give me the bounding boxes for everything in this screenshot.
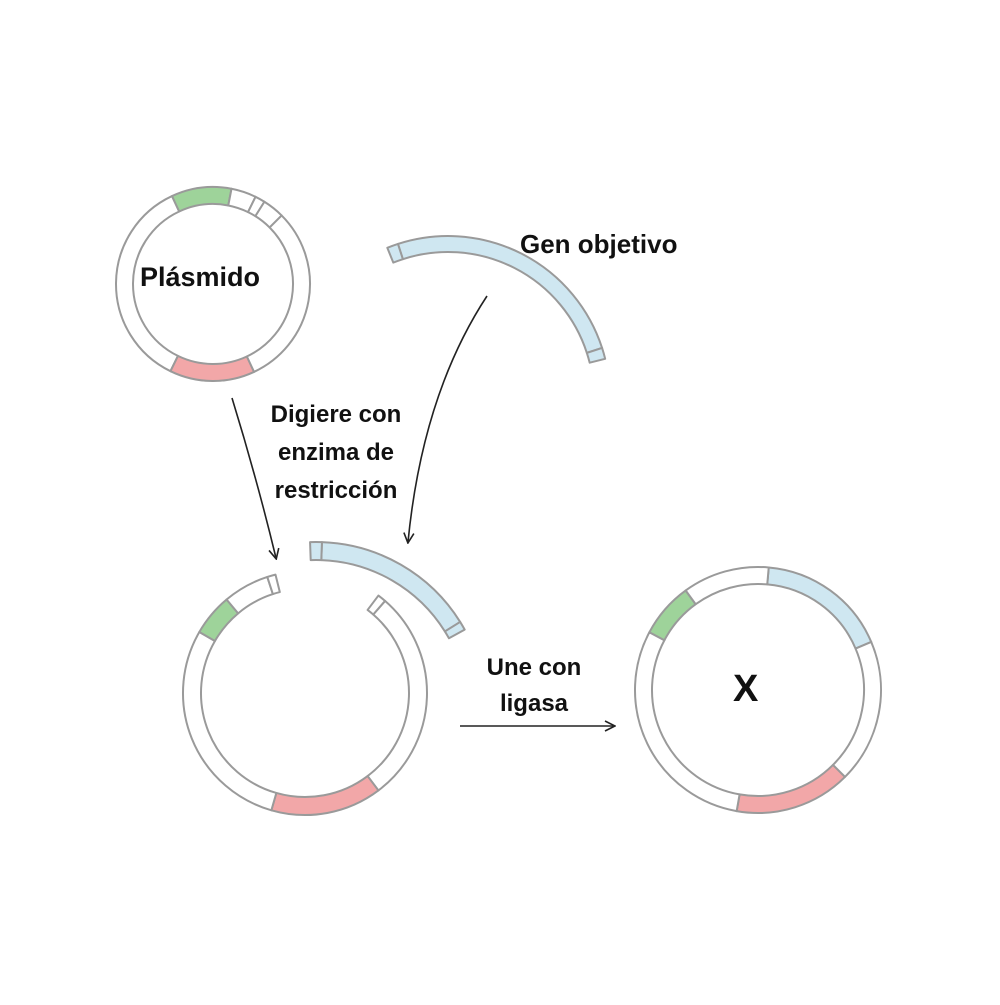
cut-plasmid-sticky-end [366,594,387,616]
gene-sticky-end [585,346,607,364]
recombinant-backbone-segment [634,631,741,813]
cut-plasmid-backbone-segment [366,599,428,792]
result-label: X [733,668,759,710]
digest-label-line-2: enzima de [277,439,395,466]
gene-sticky-end [386,242,404,264]
ligase-label-line-2: ligasa [499,690,569,717]
recombinant-plasmid-ring [634,566,882,814]
recombinant-red-marker [735,763,846,814]
cut-plasmid-ring [182,573,428,816]
plasmid-label: Plásmido [140,262,261,292]
cut-plasmid-backbone-segment [182,631,278,812]
cut-plasmid-backbone-segment [225,575,274,615]
plasmid-green-marker [171,186,233,213]
recombinant-gene-insert [766,566,873,650]
cut-plasmid-sticky-end [266,573,281,596]
plasmid-backbone-segment [245,214,311,373]
arrows [231,295,614,726]
plasmid-backbone-segment [254,200,283,229]
target-gene-fragment [386,235,607,364]
recombinant-backbone-segment [684,566,770,606]
digest-label: Digiere con enzima de restricción [258,396,414,510]
digest-label-line-1: Digiere con [270,401,402,428]
inserting-gene-sticky-end [309,541,323,562]
target-gene-label: Gen objetivo [520,229,678,259]
ligase-label-line-1: Une con [486,654,582,681]
plasmid-ring [115,186,311,382]
inserting-gene-fragment [309,541,466,640]
plasmid-red-marker [169,354,255,382]
digest-label-line-3: restricción [274,477,398,504]
digest-arrow [231,397,276,558]
cut-plasmid-red-marker [270,775,380,816]
gene-arrow [408,295,488,542]
recombinant-green-marker [648,589,697,642]
recombinant-backbone-segment [831,640,882,778]
inserting-gene-sticky-end [443,620,466,640]
ligase-label: Une con ligasa [462,650,606,722]
